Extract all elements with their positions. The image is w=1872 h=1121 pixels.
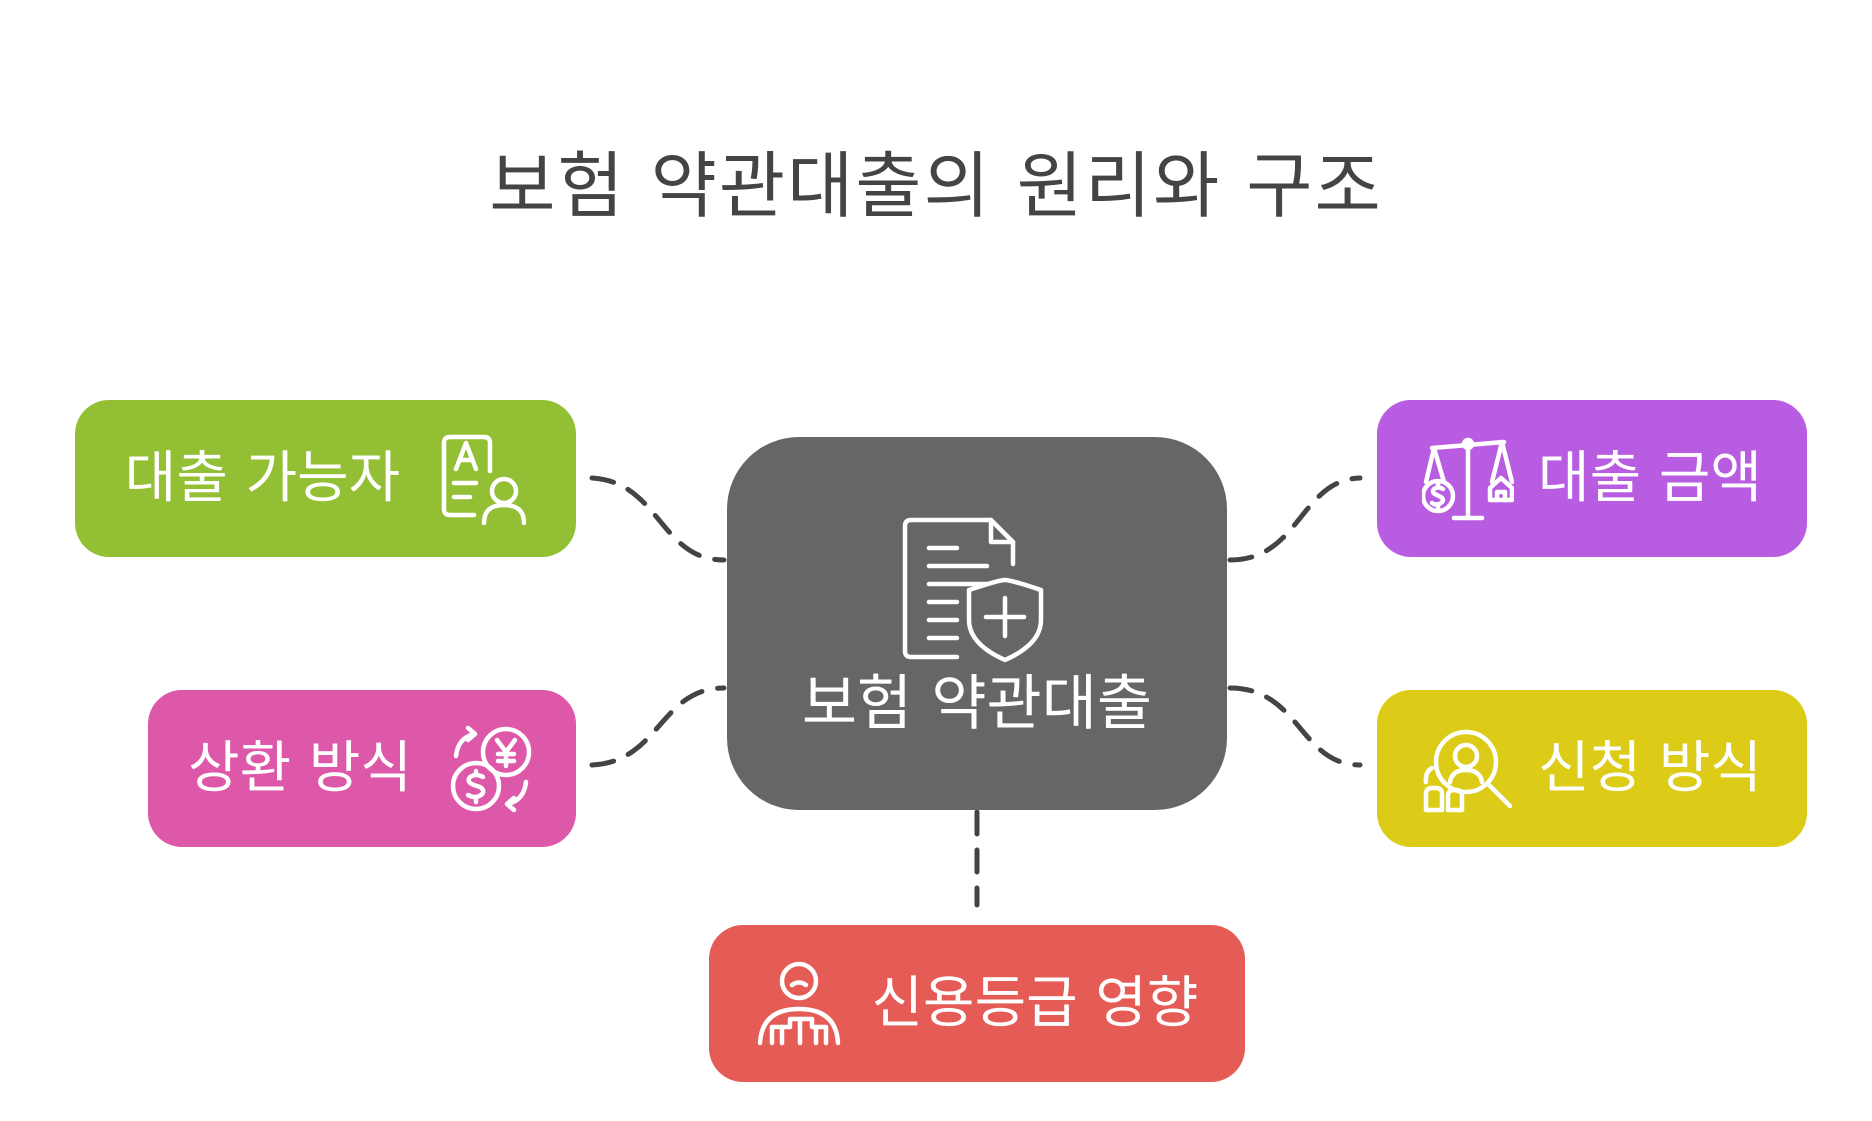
search-icon <box>1423 729 1513 812</box>
node-borrower-label: 대출 가능자 <box>124 445 401 511</box>
insurance-policy-icon <box>902 517 1044 662</box>
center-node[interactable]: 보험 약관대출 <box>727 437 1227 810</box>
node-credit-label: 신용등급 영향 <box>871 970 1199 1036</box>
diagram-title: 보험 약관대출의 원리와 구조 <box>489 144 1383 228</box>
balance-scale-icon <box>1422 437 1515 520</box>
connector-amount <box>1227 475 1363 563</box>
node-borrower[interactable]: 대출 가능자 <box>75 400 576 557</box>
applicant-id-icon <box>441 434 527 525</box>
connector-borrower <box>589 475 727 563</box>
node-apply[interactable]: 신청 방식 <box>1377 690 1807 847</box>
node-amount-label: 대출 금액 <box>1538 445 1762 511</box>
currency-exchange-icon <box>450 725 532 812</box>
node-amount[interactable]: 대출 금액 <box>1377 400 1807 557</box>
credit-person-icon <box>757 961 840 1045</box>
connector-repayment <box>589 685 727 768</box>
connector-apply <box>1227 685 1363 768</box>
node-credit[interactable]: 신용등급 영향 <box>709 925 1245 1082</box>
node-apply-label: 신청 방식 <box>1538 735 1762 801</box>
node-repayment[interactable]: 상환 방식 <box>148 690 576 847</box>
node-repayment-label: 상환 방식 <box>188 735 412 801</box>
center-node-label: 보험 약관대출 <box>801 668 1153 739</box>
